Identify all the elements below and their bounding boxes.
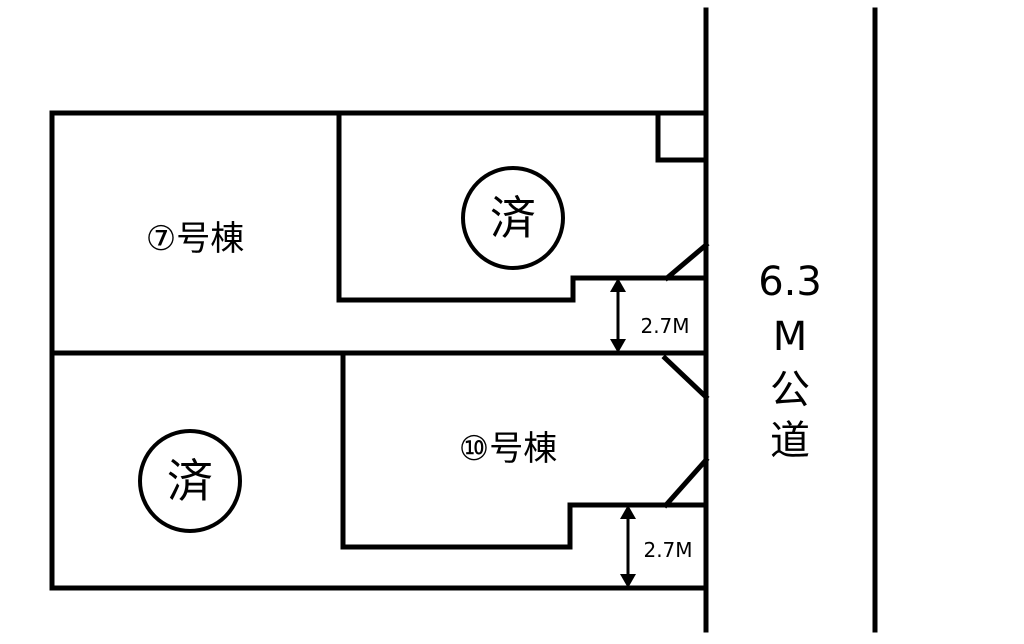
dimension-label: 2.7M [643,538,692,562]
sold-mark-circle [461,166,565,270]
arrow-head-icon [610,278,626,292]
road-width: 6.3 [758,259,822,305]
arrow-head-icon [610,339,626,353]
dimension-label: 2.7M [640,314,689,338]
arrow-head-icon [620,574,636,588]
lot-label: ⑩号棟 [459,429,557,469]
sold-mark-circle [138,429,242,533]
sold-mark: 済 [490,191,536,245]
lot-label: ⑦号棟 [146,219,244,259]
building-upper [336,110,709,303]
road-width-unit: M [773,314,808,360]
arrow-head-icon [620,505,636,519]
road-name: 公 [770,367,810,413]
sold-mark: 済 [167,454,213,508]
corner-cut [663,241,710,282]
utility-box [655,110,709,163]
road-name: 道 [770,418,810,464]
building-lower [340,355,709,550]
corner-cut [661,354,710,401]
corner-cut [662,456,710,509]
